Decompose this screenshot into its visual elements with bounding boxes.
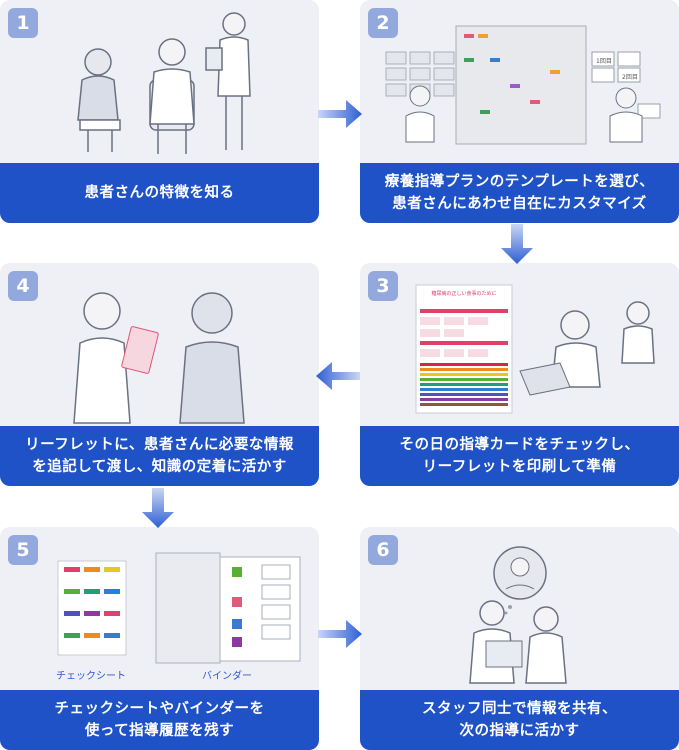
- arrow-down-icon: [501, 224, 533, 264]
- arrow-right-icon: [318, 620, 362, 648]
- step-caption: 患者さんの特徴を知る: [84, 185, 235, 201]
- checksheet-label: チェックシート: [56, 671, 126, 682]
- arrow-down-icon: [142, 488, 174, 528]
- step-number-badge: 1: [8, 8, 38, 38]
- step-2-illustration: 1回目 2回目: [385, 25, 661, 145]
- leaflet-title: 糖尿病の正しい食事のために: [431, 290, 496, 297]
- step-3-card: 糖尿病の正しい食事のために 3 その日の指導カードをチェックし、 リーフレットを…: [360, 263, 679, 486]
- tile-label: 2回目: [622, 74, 638, 81]
- step-caption: 療養指導プランのテンプレートを選び、 患者さんにあわせ自在にカスタマイズ: [384, 174, 655, 212]
- step-number-badge: 2: [368, 8, 398, 38]
- step-number-badge: 3: [368, 271, 398, 301]
- tile-label: 1回目: [596, 58, 612, 65]
- step-1-card: 1 患者さんの特徴を知る: [0, 0, 319, 223]
- arrow-left-icon: [316, 362, 360, 390]
- step-caption: スタッフ同士で情報を共有、 次の指導に活かす: [422, 701, 617, 739]
- step-6-card: 6 スタッフ同士で情報を共有、 次の指導に活かす: [360, 527, 679, 750]
- arrow-right-icon: [318, 100, 362, 128]
- step-5-card: チェックシート バインダー 5 チェックシートやバインダーを 使って指導履歴を残…: [0, 527, 319, 750]
- step-number-badge: 6: [368, 535, 398, 565]
- step-caption-banner: 療養指導プランのテンプレートを選び、 患者さんにあわせ自在にカスタマイズ: [360, 163, 679, 223]
- step-caption-banner: チェックシートやバインダーを 使って指導履歴を残す: [0, 690, 319, 750]
- step-caption-banner: その日の指導カードをチェックし、 リーフレットを印刷して準備: [360, 426, 679, 486]
- step-3-illustration: 糖尿病の正しい食事のために: [415, 284, 655, 414]
- step-4-card: 4 リーフレットに、患者さんに必要な情報 を追記して渡し、知識の定着に活かす: [0, 263, 319, 486]
- step-1-illustration: [77, 12, 251, 154]
- step-caption: リーフレットに、患者さんに必要な情報 を追記して渡し、知識の定着に活かす: [25, 437, 294, 475]
- step-5-illustration: [57, 552, 301, 664]
- step-2-card: 1回目 2回目 2 療養指導プランのテンプレートを選び、 患者さんにあわせ自在に…: [360, 0, 679, 223]
- step-number-badge: 5: [8, 535, 38, 565]
- step-caption-banner: 患者さんの特徴を知る: [0, 163, 319, 223]
- step-6-illustration: [469, 546, 567, 684]
- step-caption: チェックシートやバインダーを 使って指導履歴を残す: [54, 701, 265, 739]
- step-number-badge: 4: [8, 271, 38, 301]
- step-4-illustration: [73, 292, 245, 424]
- step-caption-banner: スタッフ同士で情報を共有、 次の指導に活かす: [360, 690, 679, 750]
- step-caption: その日の指導カードをチェックし、 リーフレットを印刷して準備: [399, 437, 640, 475]
- binder-label: バインダー: [202, 671, 252, 682]
- step-caption-banner: リーフレットに、患者さんに必要な情報 を追記して渡し、知識の定着に活かす: [0, 426, 319, 486]
